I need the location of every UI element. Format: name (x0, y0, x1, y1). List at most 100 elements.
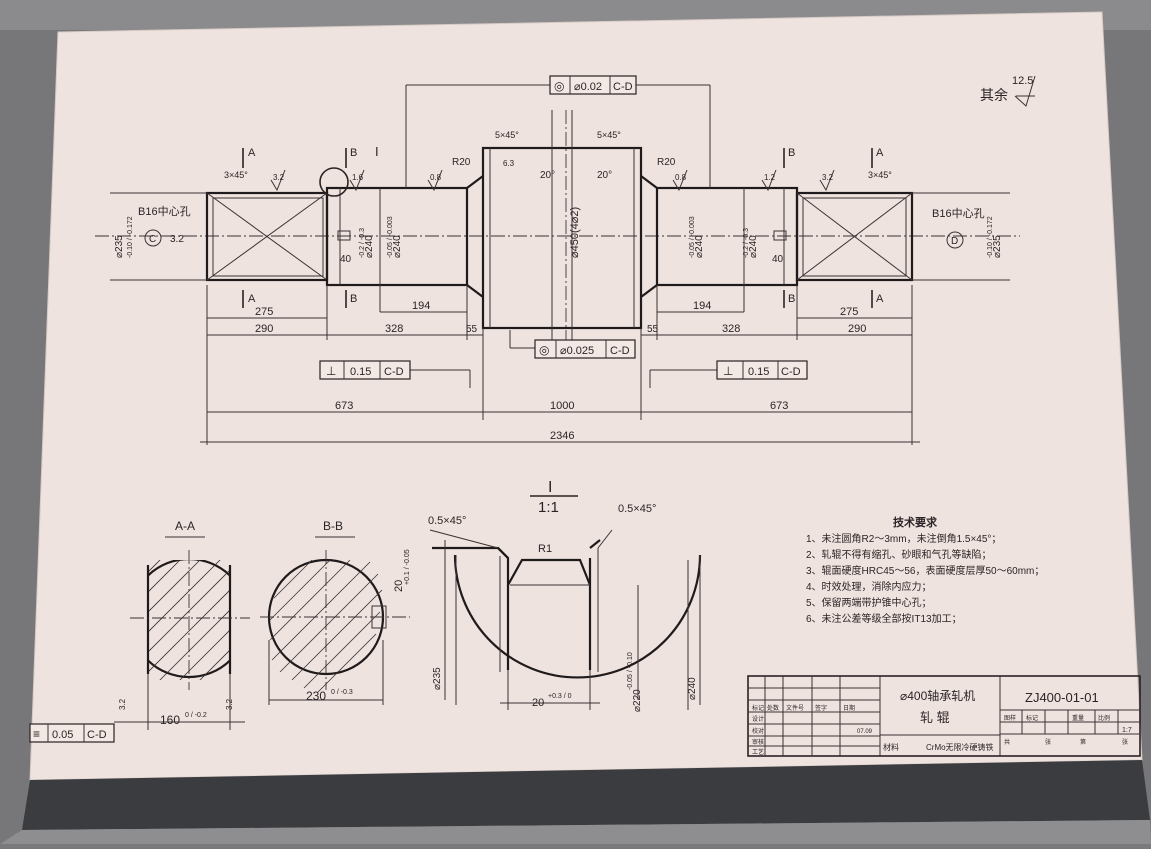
dim-55-right: 55 (647, 324, 659, 335)
dia-neck2-right-tol: -0.05 / -0.003 (689, 216, 696, 258)
body-chamfer-left: 5×45° (495, 130, 519, 140)
finish-others-value: 12.5 (1012, 75, 1033, 87)
section-a-a: A-A 160 0 / -0.2 3.2 3.2 (114, 519, 250, 730)
bb-key: 20 (393, 580, 405, 592)
tb-row-label-4: 签字 (815, 704, 827, 712)
svg-text:C-D: C-D (384, 366, 404, 378)
fillet-left: R20 (452, 157, 471, 168)
angle-right: 20° (597, 170, 612, 181)
dia-neck1-right-tol: -0.2 / -0.3 (743, 228, 750, 258)
tb-sheet-2: 张 (1045, 738, 1051, 746)
detail-chamfer-left: 0.5×45° (428, 515, 466, 527)
fcf-body: ◎ ⌀0.025 C-D (534, 339, 636, 359)
ra-neck-left: 1.6 (352, 173, 364, 182)
req-3: 3、辊面硬度HRC45～56，表面硬度层厚50～60mm； (806, 564, 1044, 577)
section-b-right-bottom: B (788, 293, 795, 305)
svg-text:C-D: C-D (613, 81, 633, 93)
bb-width: 230 (306, 689, 326, 703)
tb-scale: 1:7 (1122, 727, 1132, 734)
tb-row-label-2: 处数 (767, 704, 779, 712)
dim-1000: 1000 (550, 400, 574, 412)
roll-body (481, 146, 643, 330)
section-a-right-bottom: A (876, 293, 884, 305)
aa-width: 160 (160, 713, 180, 727)
tb-right-label-3: 重量 (1072, 714, 1084, 722)
ra-journal-right: 3.2 (822, 173, 834, 182)
tb-side-label-4: 工艺 (752, 748, 764, 756)
detail-dia-235: ⌀235 (432, 667, 443, 690)
detail-i: I 1:1 0.5×45° 0.5×45° R1 ⌀235 ⌀220 -0.05… (428, 479, 702, 712)
tb-sheet-1: 共 (1004, 738, 1010, 746)
finish-others-label: 其余 (980, 87, 1008, 103)
section-b-left-bottom: B (350, 293, 357, 305)
fillet-right: R20 (657, 157, 676, 168)
tb-drawing-no: ZJ400-01-01 (1025, 690, 1099, 705)
detail-dia-240: ⌀240 (687, 677, 698, 700)
right-journal (795, 191, 914, 282)
drawing-sheet (29, 11, 1143, 781)
dia-neck1-left-tol: -0.2 / -0.3 (359, 228, 366, 258)
req-2: 2、轧辊不得有缩孔、砂眼和气孔等缺陷； (806, 548, 992, 561)
datum-c: C (149, 234, 156, 245)
dim-55-left: 55 (466, 324, 478, 335)
detail-marker: I (375, 144, 379, 159)
fcf-top: ◎ ⌀0.02 C-D (549, 75, 637, 95)
keyway-right: 40 (772, 254, 784, 265)
fcf-left: ⊥ 0.15 C-D (319, 360, 411, 380)
section-b-b: B-B 230 0 / -0.3 20 +0.1 / -0.05 (260, 519, 411, 705)
tb-side-label-2: 校对 (752, 727, 764, 735)
svg-text:C-D: C-D (87, 729, 107, 741)
tb-sheet-4: 张 (1122, 738, 1128, 746)
dia-end-right: ⌀235 (992, 235, 1003, 258)
detail-dia-220-tol: -0.05 / -0.10 (627, 652, 634, 690)
tb-side-label-3: 审核 (752, 738, 764, 746)
dim-673-right: 673 (770, 400, 788, 412)
section-a-left: A (248, 147, 256, 159)
detail-title: I (548, 479, 552, 496)
svg-text:≡: ≡ (33, 727, 40, 741)
aa-ra-left: 3.2 (118, 698, 127, 710)
ra-neck-right: 1.2 (764, 173, 776, 182)
req-4: 4、时效处理，消除内应力； (806, 580, 932, 593)
center-hole-right: B16中心孔 (932, 207, 985, 220)
aa-ra-right: 3.2 (225, 698, 234, 710)
section-b-left: B (350, 147, 357, 159)
svg-text:0.15: 0.15 (748, 366, 769, 378)
detail-dia-220: ⌀220 (632, 689, 643, 712)
tb-product: ⌀400轴承轧机 (900, 688, 975, 703)
dia-end-left-tol: -0.10 / -0.172 (127, 216, 134, 258)
dia-neck2-left: ⌀240 (392, 235, 403, 258)
section-a-left-bottom: A (248, 293, 256, 305)
body-chamfer-right: 5×45° (597, 130, 621, 140)
angle-left: 20° (540, 170, 555, 181)
dia-neck2-right: ⌀240 (694, 235, 705, 258)
aa-width-tol: 0 / -0.2 (185, 712, 207, 719)
tb-right-label-4: 比例 (1098, 714, 1110, 722)
tb-row-label-1: 标记 (752, 704, 764, 712)
tb-row-label-3: 文件号 (786, 704, 804, 712)
tb-right-label-2: 标记 (1026, 714, 1038, 722)
svg-text:0.05: 0.05 (52, 729, 73, 741)
technical-requirements: 技术要求 1、未注圆角R2～3mm，未注倒角1.5×45°； 2、轧辊不得有缩孔… (806, 515, 1044, 625)
tb-side-label-1: 设计 (752, 715, 764, 723)
tb-part: 轧 辊 (920, 710, 950, 725)
section-a-right: A (876, 147, 884, 159)
dim-328-left: 328 (385, 323, 403, 335)
dim-2346: 2346 (550, 430, 574, 442)
dia-neck1-left: ⌀240 (364, 235, 375, 258)
title-block: 标记 处数 文件号 签字 日期 设计 校对 审核 工艺 07.09 ⌀400轴承… (747, 675, 1141, 757)
ra-journal-left: 3.2 (273, 173, 285, 182)
chamfer-left: 3×45° (224, 170, 248, 180)
svg-text:⌀0.025: ⌀0.025 (560, 345, 594, 357)
ra-fillet-left: 0.8 (430, 173, 442, 182)
dia-end-left: ⌀235 (114, 235, 125, 258)
dim-328-right: 328 (722, 323, 740, 335)
center-hole-left: B16中心孔 (138, 205, 191, 218)
dim-290-right: 290 (848, 323, 866, 335)
section-bb-title: B-B (323, 519, 343, 533)
req-1: 1、未注圆角R2～3mm，未注倒角1.5×45°； (806, 532, 1001, 545)
ra-fillet-right: 0.8 (675, 173, 687, 182)
tb-material-label: 材料 (883, 742, 899, 752)
tb-material: CrMo无限冷硬铸铁 (926, 742, 994, 752)
